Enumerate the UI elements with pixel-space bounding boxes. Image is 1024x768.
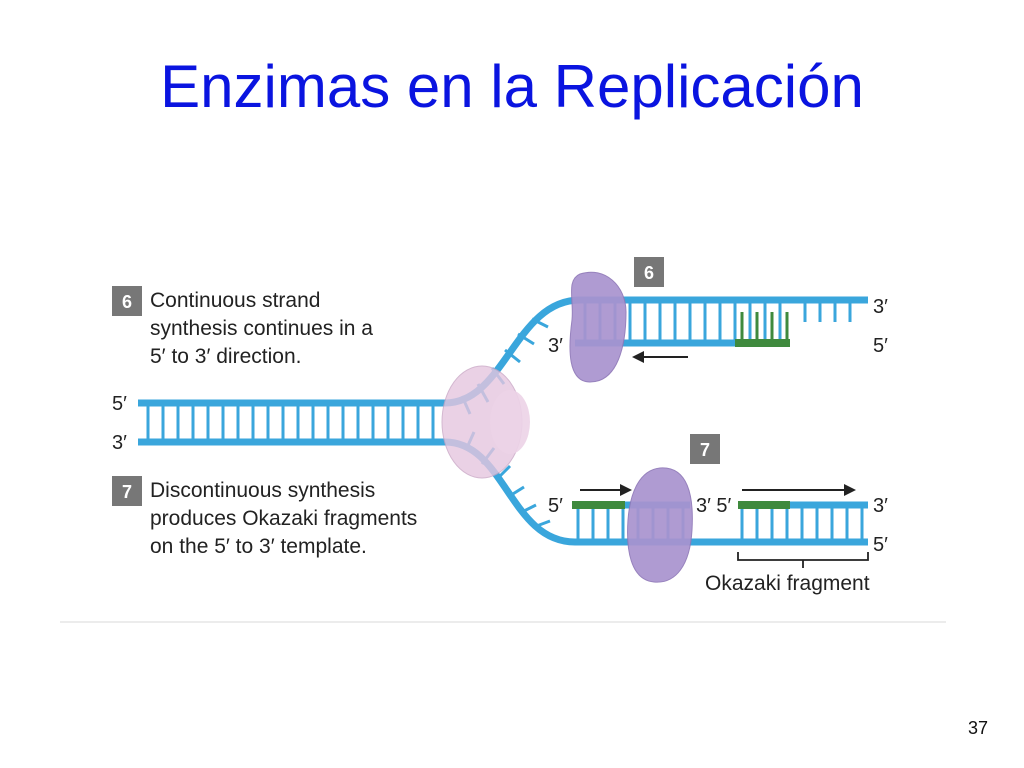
badge-step6-caption: 6 xyxy=(112,286,142,316)
leading-new-end-left: 3′ xyxy=(548,335,563,357)
step7-caption: Discontinuous synthesis produces Okazaki… xyxy=(150,479,423,558)
lagging-top-right-end: 3′ xyxy=(873,495,888,517)
okazaki-bracket xyxy=(737,552,869,568)
leading-primer-rungs xyxy=(740,312,789,340)
slide-title: Enzimas en la Replicación xyxy=(160,53,864,120)
svg-text:6: 6 xyxy=(122,292,132,312)
leading-unpaired-bases xyxy=(803,303,852,322)
lagging-bottom-right-end: 5′ xyxy=(873,534,888,556)
parental-duplex-rungs xyxy=(146,406,435,439)
parental-top-end: 5′ xyxy=(112,393,127,415)
svg-text:6: 6 xyxy=(644,263,654,283)
lagging-arrowhead-1 xyxy=(620,484,632,496)
badge-step7-fork: 7 xyxy=(690,434,720,464)
parental-bottom-end: 3′ xyxy=(112,432,127,454)
badge-step6-fork: 6 xyxy=(634,257,664,287)
step6-caption: Continuous strand synthesis continues in… xyxy=(150,289,379,368)
slide-number: 37 xyxy=(967,718,988,738)
helicase-enzyme xyxy=(441,365,530,479)
leading-new-end-right: 5′ xyxy=(873,335,888,357)
okazaki-fragment-label: Okazaki fragment xyxy=(705,572,870,595)
lagging-top-mid-ends: 3′ 5′ xyxy=(696,495,732,517)
badge-step7-caption: 7 xyxy=(112,476,142,506)
svg-text:7: 7 xyxy=(700,440,710,460)
lagging-arrowhead-2 xyxy=(844,484,856,496)
polymerase-leading xyxy=(569,271,627,383)
svg-text:7: 7 xyxy=(122,482,132,502)
lagging-top-left-end: 5′ xyxy=(548,495,563,517)
leading-arrowhead xyxy=(632,351,644,363)
leading-template-end: 3′ xyxy=(873,296,888,318)
polymerase-lagging xyxy=(627,467,693,583)
